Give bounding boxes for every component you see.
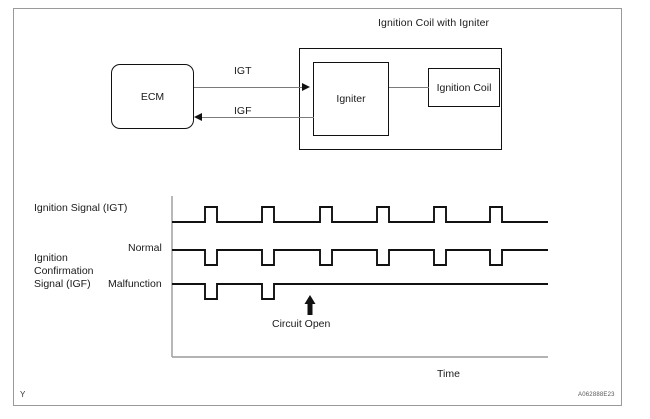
waveform-normal-label: Normal <box>128 242 162 254</box>
igniter-block: Igniter <box>313 62 389 136</box>
waveform-igf-label-line2: Confirmation <box>34 265 94 277</box>
footer-marker: Y <box>20 390 26 399</box>
ecm-block: ECM <box>111 64 194 129</box>
circuit-open-annotation-label: Circuit Open <box>272 318 331 330</box>
igf-signal-label: IGF <box>234 105 252 117</box>
igniter-label: Igniter <box>336 93 366 105</box>
igt-arrow-icon <box>302 83 310 91</box>
igt-signal-label: IGT <box>234 65 252 77</box>
igf-connector-line <box>200 117 314 119</box>
igf-arrow-icon <box>194 113 202 121</box>
igniter-to-coil-line <box>389 87 429 89</box>
ignition-coil-label: Ignition Coil <box>436 81 492 94</box>
waveform-igf-label-line3: Signal (IGF) <box>34 278 91 290</box>
diagram-title: Ignition Coil with Igniter <box>378 17 490 29</box>
ignition-coil-block: Ignition Coil <box>428 68 500 107</box>
ecm-label: ECM <box>140 90 165 103</box>
igt-connector-line <box>194 87 308 89</box>
waveform-igf-label-line1: Ignition <box>34 252 68 264</box>
time-axis-label: Time <box>437 368 460 380</box>
waveform-igt-label: Ignition Signal (IGT) <box>34 202 128 214</box>
footer-reference-code: A062888E23 <box>578 392 615 398</box>
waveform-malfunction-label: Malfunction <box>108 278 162 290</box>
